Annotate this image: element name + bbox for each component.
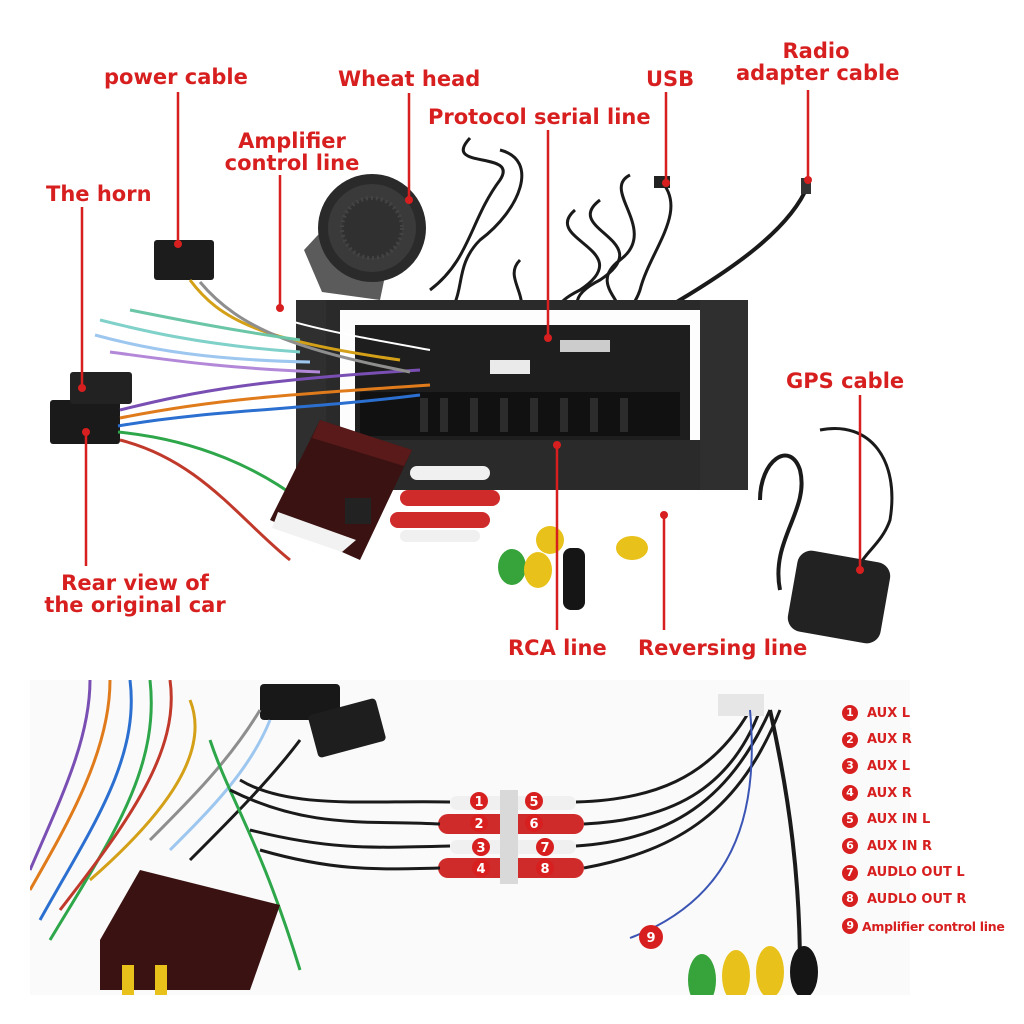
legend-item-3: 3 AUX L <box>842 753 1024 780</box>
legend-num-4: 4 <box>842 785 858 802</box>
usb-label: USB <box>646 67 695 91</box>
legend-label-9: Amplifier control line <box>862 918 1005 934</box>
rear-view-label-line2: the original car <box>44 593 226 617</box>
power-cable-label: power cable <box>104 65 248 89</box>
gps-antenna <box>758 427 894 644</box>
rear-view-label: Rear view of the original car <box>40 572 230 616</box>
legend-label-7: AUDLO OUT L <box>867 865 965 881</box>
horn-label: The horn <box>46 182 152 206</box>
horn-connectors <box>50 240 214 444</box>
legend-num-6: 6 <box>842 838 858 855</box>
amplifier-control-label: Amplifier control line <box>222 130 362 174</box>
legend-label-8: AUDLO OUT R <box>867 891 967 907</box>
legend-num-9: 9 <box>842 918 858 935</box>
legend-item-6: 6 AUX IN R <box>842 833 1024 860</box>
legend-item-1: 1 AUX L <box>842 700 1024 727</box>
rca-adapters <box>438 790 584 884</box>
legend-item-5: 5 AUX IN L <box>842 806 1024 833</box>
legend-label-1: AUX L <box>867 705 911 721</box>
legend-num-8: 8 <box>842 891 858 908</box>
wheat-head-label: Wheat head <box>338 67 481 91</box>
legend-item-4: 4 AUX R <box>842 780 1024 807</box>
reversing-line-label: Reversing line <box>638 636 808 660</box>
gps-cable-label: GPS cable <box>786 369 905 393</box>
legend-label-6: AUX IN R <box>867 838 933 854</box>
legend-num-7: 7 <box>842 864 858 881</box>
rca-connection-photo <box>30 680 910 995</box>
radio-adapter-label-line1: Radio <box>782 39 850 63</box>
legend-label-4: AUX R <box>867 785 912 801</box>
wheat-head-speaker <box>304 174 426 300</box>
radio-adapter-label-line2: adapter cable <box>736 61 900 85</box>
legend-label-5: AUX IN L <box>867 812 931 828</box>
legend-num-3: 3 <box>842 758 858 775</box>
legend-num-1: 1 <box>842 705 858 722</box>
can-box <box>270 420 412 560</box>
legend-num-2: 2 <box>842 731 858 748</box>
head-unit-bracket <box>296 300 748 490</box>
wiring-harness-photo <box>50 90 894 644</box>
wire-bundle <box>94 279 431 562</box>
legend-item-7: 7 AUDLO OUT L <box>842 860 1024 887</box>
legend-item-2: 2 AUX R <box>842 727 1024 754</box>
radio-adapter-label: Radio adapter cable <box>736 39 900 85</box>
rca-line-label: RCA line <box>508 636 607 660</box>
legend-item-8: 8 AUDLO OUT R <box>842 886 1024 913</box>
amplifier-control-label-line1: Amplifier <box>238 129 346 153</box>
legend-label-2: AUX R <box>867 732 912 748</box>
legend-label-3: AUX L <box>867 758 911 774</box>
amplifier-control-label-line2: control line <box>224 151 360 175</box>
legend-num-5: 5 <box>842 811 858 828</box>
rear-view-label-line1: Rear view of <box>61 571 209 595</box>
protocol-serial-label: Protocol serial line <box>428 105 651 129</box>
